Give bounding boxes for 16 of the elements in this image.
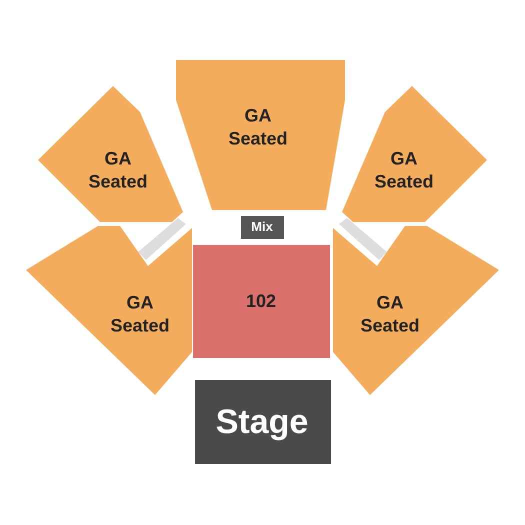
seating-section	[342, 86, 487, 222]
section-label: GA Seated	[227, 104, 289, 150]
section-label: GA Seated	[87, 148, 149, 192]
stage-label: Stage	[214, 402, 310, 443]
seating-section	[176, 60, 345, 210]
seating-section	[38, 86, 183, 222]
floor-section	[193, 245, 330, 358]
stage	[195, 380, 331, 464]
mix-booth	[241, 216, 284, 239]
section-label: GA Seated	[359, 292, 421, 336]
seating-section	[333, 226, 499, 395]
section-label: GA Seated	[109, 292, 171, 336]
section-label: GA Seated	[373, 148, 435, 192]
section-label: Mix	[250, 218, 274, 236]
seating-section	[26, 226, 192, 395]
section-label: 102	[244, 290, 278, 312]
